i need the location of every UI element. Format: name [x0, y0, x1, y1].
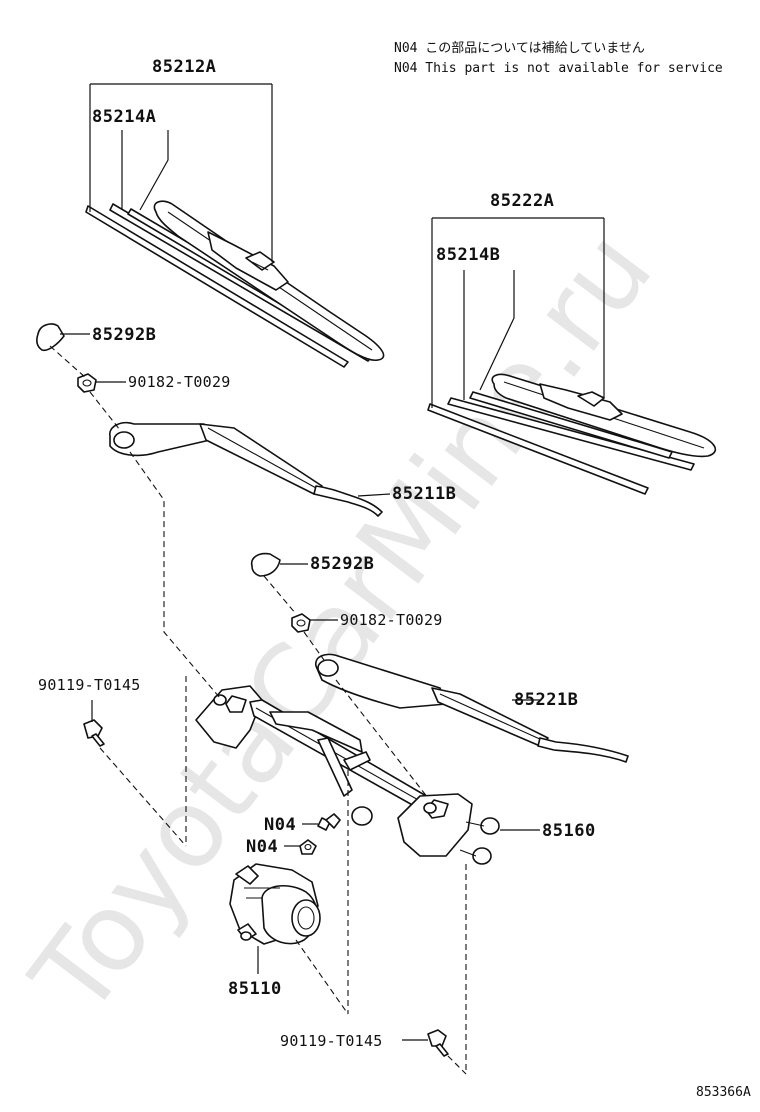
wiper-arm-cap-upper[interactable] [36, 323, 65, 352]
nut-upper[interactable] [77, 373, 97, 393]
wiper-link-assy[interactable] [195, 685, 500, 865]
nut-lower[interactable] [291, 613, 311, 633]
assembly-guide-lines [49, 345, 467, 1075]
wiper-blade-rear[interactable] [427, 373, 717, 495]
leader-85222A [431, 217, 605, 408]
label-90182-T0029-upper: 90182-T0029 [128, 373, 231, 391]
wiper-arm-right[interactable] [109, 421, 383, 517]
label-85222A: 85222A [490, 191, 554, 211]
bolt-n04-a[interactable] [317, 813, 341, 831]
wiper-arm-cap-lower[interactable] [250, 552, 281, 577]
label-85292B-lower: 85292B [310, 554, 374, 574]
wiper-motor[interactable] [229, 863, 321, 945]
label-N04-b: N04 [246, 837, 278, 857]
leader-85212A [89, 83, 273, 262]
label-N04-a: N04 [264, 815, 296, 835]
note-english: N04 This part is not available for servi… [394, 61, 723, 76]
label-90119-T0145-bottom: 90119-T0145 [280, 1032, 383, 1050]
bolt-bottom[interactable] [427, 1029, 449, 1057]
label-85214A: 85214A [92, 107, 156, 127]
label-85110: 85110 [228, 979, 282, 999]
note-japanese: N04 この部品については補給していません [394, 41, 645, 56]
bolt-n04-b[interactable] [299, 839, 317, 855]
diagram-reference: 853366A [696, 1085, 751, 1100]
label-85292B-upper: 85292B [92, 325, 156, 345]
label-85214B: 85214B [436, 245, 500, 265]
wiper-arm-left[interactable] [315, 653, 629, 763]
label-85160: 85160 [542, 821, 596, 841]
label-90119-T0145-left: 90119-T0145 [38, 676, 141, 694]
label-85212A: 85212A [152, 57, 216, 77]
label-85211B: 85211B [392, 484, 456, 504]
wiper-blade-front[interactable] [85, 200, 385, 368]
bolt-left[interactable] [83, 719, 105, 747]
label-90182-T0029-lower: 90182-T0029 [340, 611, 443, 629]
label-85221B: 85221B [514, 690, 578, 710]
